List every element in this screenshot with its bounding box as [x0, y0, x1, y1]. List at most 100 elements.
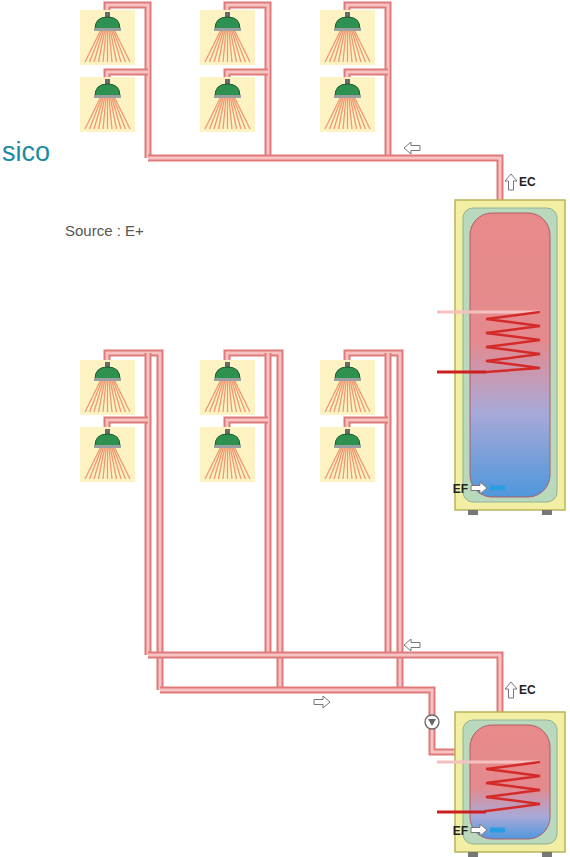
pipe-outline [227, 420, 268, 428]
heating-coil [486, 762, 540, 812]
shower-background [80, 77, 135, 132]
shower-background [320, 10, 375, 65]
water-spray [113, 30, 126, 62]
pipe-outline [385, 353, 392, 655]
water-spray [107, 447, 108, 479]
water-spray [353, 447, 366, 479]
shower-background [200, 77, 255, 132]
shower-dome [215, 84, 240, 96]
tank-casing [455, 200, 565, 510]
shower-background [80, 10, 135, 65]
slide-title: sico [2, 137, 50, 168]
water-spray [347, 30, 348, 62]
tank-group [437, 200, 565, 857]
shower-dome [215, 367, 240, 379]
water-spray [103, 380, 106, 412]
water-spray [347, 97, 348, 129]
water-spray [103, 30, 106, 62]
source-note: Source : E+ [65, 222, 144, 239]
shower-head [320, 360, 375, 415]
water-spray [233, 97, 246, 129]
tank-foot [468, 852, 478, 857]
shower-dome [215, 17, 240, 29]
tank-vessel [470, 213, 550, 497]
water-spray [354, 30, 370, 62]
hot-water-label: EC [519, 683, 536, 697]
water-spray [227, 30, 228, 62]
tank-insulation [463, 720, 557, 844]
shower-background [320, 360, 375, 415]
tank-vessel [470, 725, 550, 839]
shower-rim [94, 95, 121, 98]
pipe-fill [347, 420, 388, 428]
pipe-fill [227, 420, 268, 428]
water-spray [343, 447, 346, 479]
water-spray [343, 97, 346, 129]
pipe-fill [147, 353, 150, 655]
hot-water-tank [437, 712, 565, 857]
tank-foot [468, 510, 478, 515]
pipe-fill [267, 353, 270, 655]
pipe-outline [107, 420, 148, 428]
shower-dome [335, 17, 360, 29]
outlet-arrow [505, 174, 517, 190]
water-spray [223, 447, 226, 479]
water-spray [107, 380, 108, 412]
water-spray [114, 447, 130, 479]
heating-coil [486, 312, 540, 372]
water-spray [234, 97, 250, 129]
shower-background [80, 427, 135, 482]
water-spray [227, 380, 228, 412]
water-spray [223, 97, 226, 129]
shower-rim [94, 378, 121, 381]
hot-water-label: EC [519, 175, 536, 189]
flow-symbols [314, 142, 517, 836]
water-spray [114, 30, 130, 62]
water-spray [223, 30, 226, 62]
shower-rim [214, 95, 241, 98]
cold-water-pipe [490, 486, 505, 491]
shower-dome [95, 434, 120, 446]
hot-water-tank [437, 200, 565, 515]
shower-head [200, 427, 255, 482]
water-spray [114, 97, 130, 129]
water-spray [353, 30, 366, 62]
pipe-fill [107, 420, 148, 428]
water-spray [227, 97, 228, 129]
shower-head [80, 10, 135, 65]
water-spray [114, 380, 130, 412]
flow-arrow [404, 639, 420, 651]
water-spray [353, 380, 366, 412]
shower-head [80, 77, 135, 132]
shower-dome [335, 84, 360, 96]
shower-dome [335, 434, 360, 446]
tank-foot [542, 852, 552, 857]
flow-arrow [404, 142, 420, 154]
shower-background [320, 77, 375, 132]
cold-water-label: EF [453, 824, 468, 838]
shower-head [320, 77, 375, 132]
tank-foot [542, 510, 552, 515]
shower-head [200, 10, 255, 65]
shower-head [320, 10, 375, 65]
water-spray [347, 380, 348, 412]
water-spray [347, 447, 348, 479]
shower-rim [334, 95, 361, 98]
pipe-network [107, 5, 500, 752]
pipe-fill [387, 353, 390, 655]
shower-rim [334, 378, 361, 381]
water-spray [107, 30, 108, 62]
shower-group [80, 10, 375, 482]
shower-rim [94, 28, 121, 31]
shower-rim [214, 445, 241, 448]
water-spray [233, 380, 246, 412]
pipe-outline [265, 353, 272, 655]
shower-rim [214, 378, 241, 381]
water-spray [233, 447, 246, 479]
shower-background [320, 427, 375, 482]
shower-rim [334, 28, 361, 31]
pipe-fill [160, 690, 472, 752]
water-spray [354, 97, 370, 129]
